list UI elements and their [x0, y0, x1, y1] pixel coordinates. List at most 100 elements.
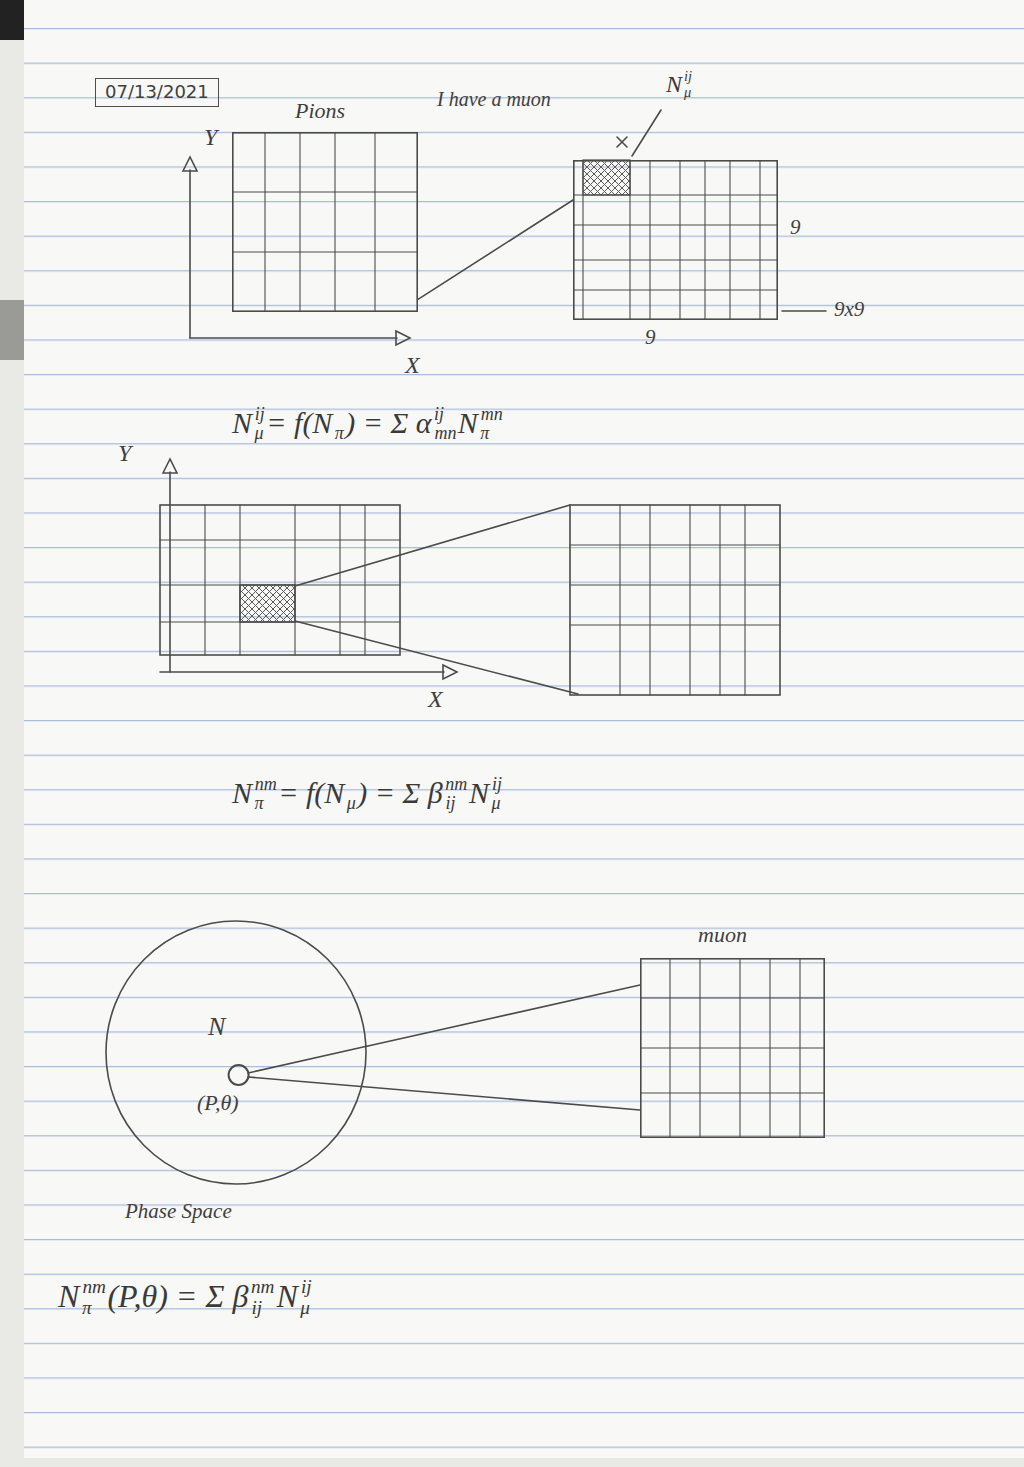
circle-outline: [106, 921, 366, 1184]
subscript: μ: [347, 794, 356, 812]
dimension-label: 9: [790, 216, 801, 239]
grid-lines: [570, 505, 780, 695]
equation-term: N: [58, 1280, 79, 1312]
equation: Nπnm= f(Nμ) = Σ βnmijNμij: [232, 778, 503, 808]
equation-term: = f(N: [266, 408, 332, 438]
grid-heading: muon: [698, 922, 747, 947]
equation-term: N: [232, 408, 252, 438]
y-axis: [169, 472, 171, 672]
grid-border: [641, 959, 824, 1137]
grid-line: [232, 191, 418, 192]
equation-term: N: [232, 778, 252, 808]
grid-lines: [160, 505, 400, 655]
grid-line: [232, 251, 418, 252]
grid-outline: [640, 958, 825, 1138]
projection-line: [295, 621, 578, 694]
dimension-dash: [782, 310, 826, 312]
ruled-lines: [24, 0, 1024, 1458]
axis-label: Y: [204, 124, 217, 150]
grid-line: [649, 160, 650, 320]
grid-line: [704, 160, 705, 320]
subscript: π: [335, 424, 344, 442]
equation-term: N: [469, 778, 489, 808]
subscript: ij: [251, 1298, 274, 1317]
phase-point: [229, 1065, 249, 1085]
equation-term: N: [458, 408, 478, 438]
pion-grid: [160, 505, 400, 655]
grid-line: [299, 132, 300, 312]
date-text: 07/13/2021: [105, 82, 209, 103]
grid-outline: [573, 160, 778, 320]
grid-border: [233, 133, 417, 311]
subscript: μ: [254, 424, 263, 442]
dimension-label: 9x9: [834, 298, 864, 321]
projection-line: [295, 505, 570, 586]
projection-line: [248, 1046, 367, 1073]
superscript: mn: [481, 405, 503, 423]
x-axis: [160, 671, 444, 673]
equation-term: N: [666, 72, 682, 96]
grid-heading: Pions: [295, 98, 345, 123]
grid-line: [573, 289, 778, 290]
cross-mark: [617, 137, 627, 147]
circle-label: (P,θ): [197, 1090, 239, 1115]
subscript: π: [254, 794, 263, 812]
grid-line: [629, 160, 630, 320]
grid-border: [574, 161, 777, 319]
superscript: ij: [684, 69, 692, 83]
superscript: ij: [492, 775, 502, 793]
grid-line: [374, 132, 375, 312]
equation: Nμij= f(Nπ) = Σ αijmnNπmn: [232, 408, 504, 438]
axis-label: X: [405, 352, 420, 378]
subscript: ij: [446, 794, 468, 812]
page-corner-shadow: [0, 0, 24, 40]
subscript: μ: [684, 85, 691, 99]
grid-line: [573, 194, 778, 195]
grid-box: Pions: [232, 132, 418, 312]
grid-line: [640, 1047, 825, 1048]
date-box: 07/13/2021: [95, 78, 219, 107]
projection-connector: [418, 200, 573, 299]
grid-line: [640, 1092, 825, 1093]
subscript: mn: [434, 424, 456, 442]
axis-arrowhead: [396, 331, 410, 345]
shaded-cell: [583, 160, 630, 195]
subscript: μ: [300, 1298, 310, 1317]
circle-label: N: [208, 1012, 225, 1042]
grid-line: [334, 132, 335, 312]
grid-outline: [232, 132, 418, 312]
grid-line: [582, 160, 583, 320]
circle-outline: [105, 920, 367, 1185]
grid-line: [573, 224, 778, 225]
equation-term: N: [276, 1280, 297, 1312]
grid-line: [729, 160, 730, 320]
axis-arrowhead: [443, 665, 457, 679]
pointer-label: Nμ ij: [666, 72, 693, 96]
muon-grid: [570, 505, 780, 695]
superscript: nm: [82, 1277, 105, 1296]
grid-box: I have a muon: [573, 160, 778, 320]
grid-line: [264, 132, 265, 312]
axis-label: X: [428, 686, 443, 712]
phase-space-label: Phase Space: [125, 1200, 232, 1223]
equation-term: ) = Σ β: [357, 778, 443, 808]
equation: Nπnm(P,θ) = Σ βnmijNμij: [58, 1280, 313, 1312]
equation-term: ) = Σ α: [345, 408, 431, 438]
y-axis: [189, 170, 191, 338]
superscript: nm: [255, 775, 277, 793]
paper-sheet: [24, 0, 1024, 1458]
axis-arrowhead: [183, 157, 197, 171]
grid-line: [679, 160, 680, 320]
superscript: ij: [301, 1277, 312, 1296]
superscript: ij: [434, 405, 444, 423]
grid-line: [640, 997, 825, 998]
phase-space-circle: N (P,θ): [105, 920, 367, 1185]
dimension-label: 9: [645, 326, 656, 349]
grid-box: muon: [640, 958, 825, 1138]
projection-connector: [367, 985, 640, 1046]
x-axis: [190, 337, 397, 339]
subscript: π: [480, 424, 489, 442]
